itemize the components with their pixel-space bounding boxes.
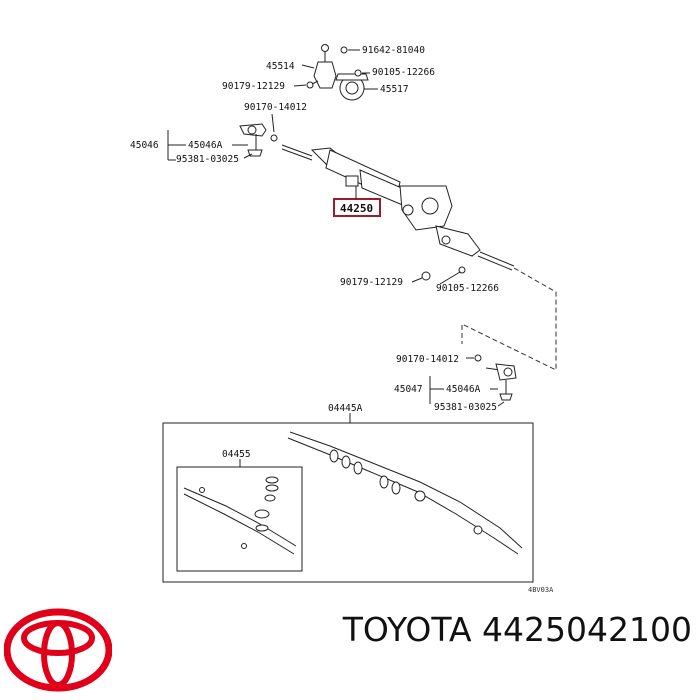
label-45046A-bottom: 45046A xyxy=(446,384,481,395)
diagram-code: 4BV03A xyxy=(528,586,554,594)
label-45517: 45517 xyxy=(380,84,409,95)
label-45046A-top: 45046A xyxy=(188,140,223,151)
label-95381-03025-top: 95381-03025 xyxy=(176,154,239,165)
label-04445A: 04445A xyxy=(328,403,363,414)
label-90170-14012-bottom: 90170-14012 xyxy=(396,354,459,365)
label-90105-12266-bottom: 90105-12266 xyxy=(436,283,499,294)
label-45514: 45514 xyxy=(266,61,295,72)
rack-seal-kit-drawing xyxy=(287,431,523,555)
label-45046: 45046 xyxy=(130,140,159,151)
label-90179-12129-bottom: 90179-12129 xyxy=(340,277,403,288)
bracket-assembly xyxy=(306,44,369,101)
steering-rack-main xyxy=(281,144,515,271)
part-number: 4425042100 xyxy=(482,610,692,649)
label-04455: 04455 xyxy=(222,449,251,460)
label-95381-03025-bottom: 95381-03025 xyxy=(434,402,497,413)
tie-rod-end-left xyxy=(239,123,278,157)
toyota-logo-icon xyxy=(4,608,112,692)
kit-box-04455 xyxy=(176,466,303,572)
kit-box-04445A xyxy=(162,422,534,583)
brand-part-number: TOYOTA 4425042100 xyxy=(320,610,692,649)
brand-name: TOYOTA xyxy=(342,610,472,649)
label-45047: 45047 xyxy=(394,384,423,395)
tie-rod-end-right xyxy=(474,354,517,401)
label-90179-12129-top: 90179-12129 xyxy=(222,81,285,92)
label-90170-14012-top: 90170-14012 xyxy=(244,102,307,113)
label-90105-12266-top: 90105-12266 xyxy=(372,67,435,78)
gasket-kit-drawing xyxy=(183,476,297,555)
label-91642-81040: 91642-81040 xyxy=(362,45,425,56)
label-44250: 44250 xyxy=(340,202,373,215)
highlight-box-44250 xyxy=(333,198,381,217)
